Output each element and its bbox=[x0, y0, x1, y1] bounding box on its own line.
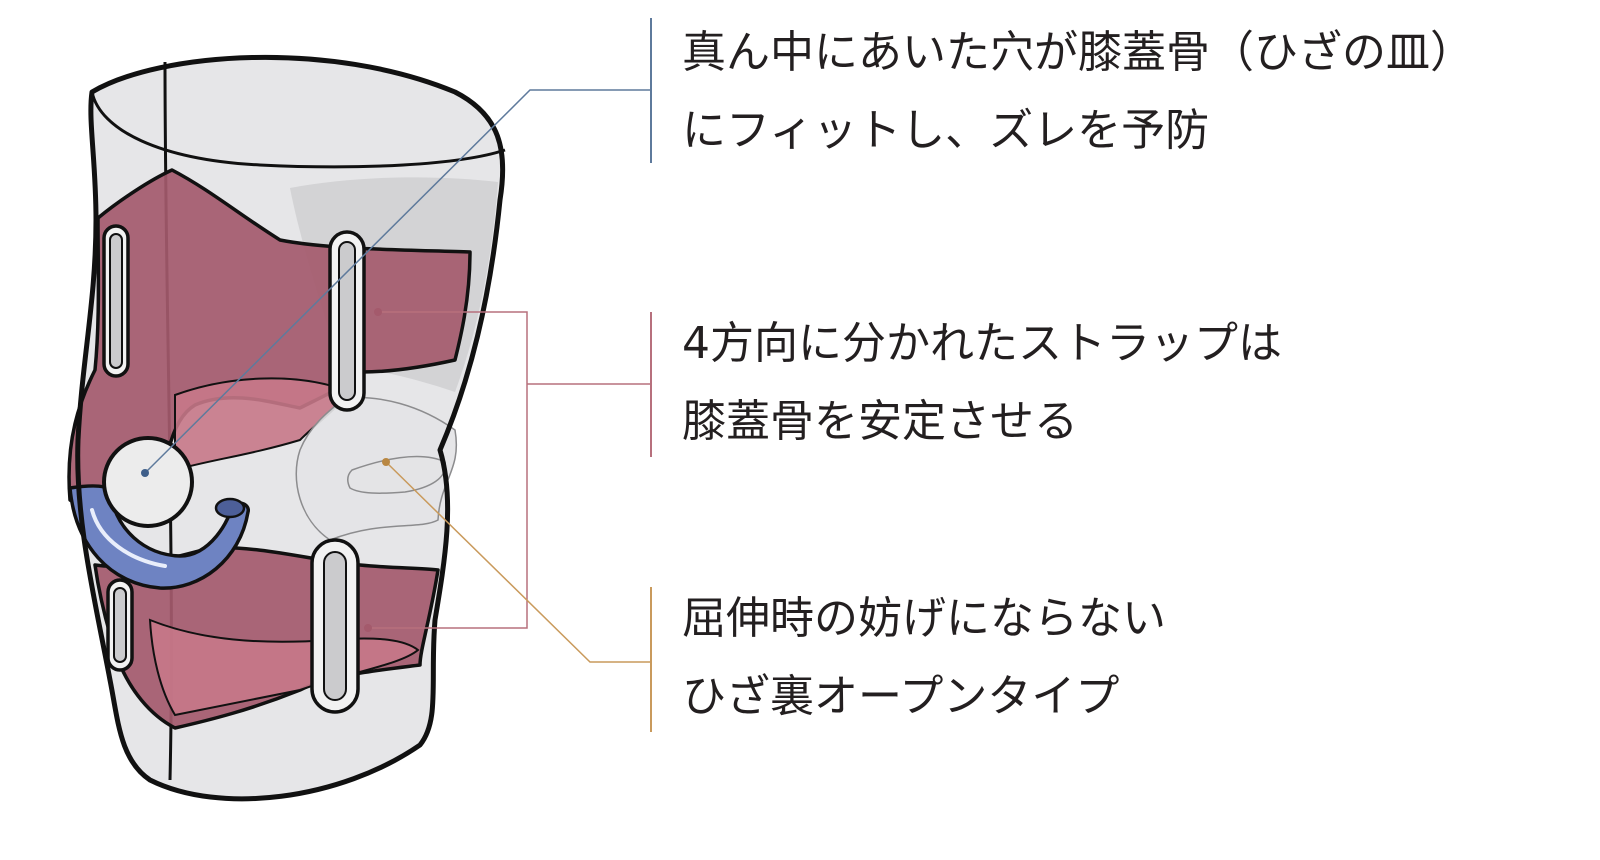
callout-open-back-line-2: ひざ裏オープンタイプ bbox=[682, 658, 1166, 736]
callout-straps-line-1: 4方向に分かれたストラップは bbox=[682, 305, 1282, 383]
leader-straps-dot-upper bbox=[374, 308, 382, 316]
lower-right-strap-buckle-inner bbox=[324, 552, 346, 700]
callout-patella-line-2: にフィットし、ズレを予防 bbox=[682, 92, 1474, 170]
callout-straps-line-2: 膝蓋骨を安定させる bbox=[682, 383, 1282, 461]
callout-open-back-line-1: 屈伸時の妨げにならない bbox=[682, 580, 1166, 658]
callout-patella-line-1: 真ん中にあいた穴が膝蓋骨（ひざの皿） bbox=[682, 14, 1474, 92]
callout-straps: 4方向に分かれたストラップは 膝蓋骨を安定させる bbox=[682, 305, 1282, 461]
callout-patella: 真ん中にあいた穴が膝蓋骨（ひざの皿） にフィットし、ズレを予防 bbox=[682, 14, 1474, 170]
lower-left-strap-slot-inner bbox=[114, 588, 126, 662]
knee-brace-illustration bbox=[69, 57, 505, 798]
callout-bar-open-back bbox=[650, 587, 652, 732]
callout-open-back: 屈伸時の妨げにならない ひざ裏オープンタイプ bbox=[682, 580, 1166, 736]
pad-end-cap bbox=[216, 499, 244, 517]
leader-patella-dot bbox=[141, 469, 149, 477]
leader-straps-dot-lower bbox=[364, 624, 372, 632]
patella-opening bbox=[104, 438, 192, 526]
callout-bar-patella bbox=[650, 18, 652, 163]
upper-left-strap-slot-inner bbox=[110, 234, 122, 368]
leader-open-back-dot bbox=[382, 458, 390, 466]
callout-bar-straps bbox=[650, 312, 652, 457]
